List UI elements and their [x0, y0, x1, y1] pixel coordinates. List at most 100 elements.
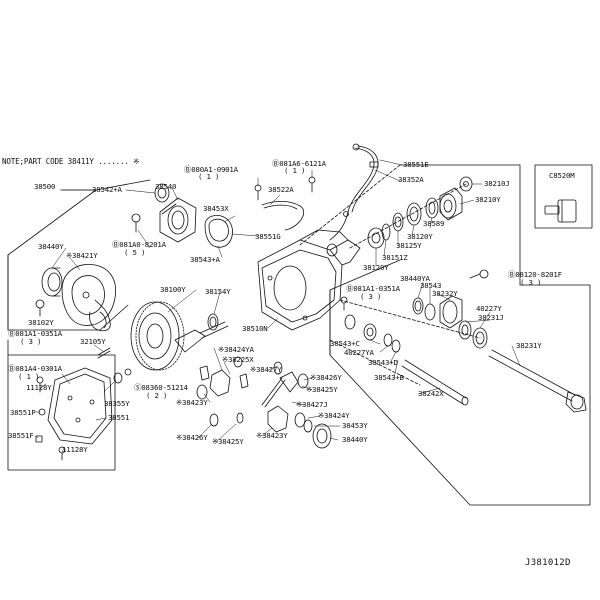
- callout-38120Y-b[interactable]: 38120Y: [363, 263, 389, 272]
- callout-32105Y[interactable]: 32105Y: [80, 337, 106, 346]
- callout-081A4-0301A-qty: ( 1 ): [18, 372, 40, 381]
- callout-38551F[interactable]: 38551F: [8, 431, 34, 440]
- oil-seal-38589-part: [425, 197, 439, 219]
- callout-081A1-0351A-left[interactable]: Ⓑ081A1-0351A: [8, 329, 62, 338]
- callout-38427J[interactable]: ※38427J: [296, 400, 328, 409]
- callout-081A1-0351A-right-qty: ( 3 ): [360, 292, 382, 301]
- companion-flange-38210Y-part: [439, 187, 463, 221]
- callout-38540[interactable]: 38540: [155, 182, 177, 191]
- ring-38543-part: [424, 303, 436, 321]
- callout-08120-8201F[interactable]: Ⓑ08120-8201F: [508, 270, 562, 279]
- diagram-code: J381012D: [525, 558, 571, 568]
- callout-40227YA[interactable]: 40227YA: [344, 348, 374, 357]
- callout-38231Y[interactable]: 38231Y: [516, 341, 542, 350]
- callout-38551[interactable]: 38551: [108, 413, 130, 422]
- callout-080A1-0901A[interactable]: Ⓑ080A1-0901A: [184, 165, 238, 174]
- callout-081A6-6121A-qty: ( 1 ): [284, 166, 306, 175]
- callout-38120Y-a[interactable]: 38120Y: [407, 232, 433, 241]
- callout-38232Y[interactable]: 38232Y: [432, 289, 458, 298]
- callout-38510N[interactable]: 38510N: [242, 324, 268, 333]
- callout-38151Z[interactable]: 38151Z: [382, 253, 408, 262]
- callout-38125Y[interactable]: 38125Y: [396, 241, 422, 250]
- callout-38210Y[interactable]: 38210Y: [475, 195, 501, 204]
- callout-081A1-0351A-left-qty: ( 3 ): [20, 337, 42, 346]
- callout-38551E[interactable]: 38551E: [403, 160, 429, 169]
- callout-080A1-0901A-qty: ( 1 ): [198, 172, 220, 181]
- bolt-081A1-0351A-right-part: [340, 296, 348, 311]
- callout-38543A[interactable]: 38543+A: [190, 255, 220, 264]
- gasket-38453X-part: [204, 215, 233, 248]
- part-code-note: NOTE;PART CODE 38411Y ....... ※: [2, 157, 140, 166]
- callout-38589[interactable]: 38589: [423, 219, 445, 228]
- ring-gear-38100Y-part: [130, 301, 185, 371]
- callout-38453Y[interactable]: 38453Y: [342, 421, 368, 430]
- callout-38154Y[interactable]: 38154Y: [205, 287, 231, 296]
- callout-38440Y-a[interactable]: 38440Y: [38, 242, 64, 251]
- assembly-axis-right: [339, 299, 481, 339]
- callout-38425Y-a[interactable]: ※38425Y: [306, 385, 338, 394]
- plug-38551F-part: [35, 435, 43, 443]
- bolt-081A6-6121A-part: [308, 176, 316, 193]
- callout-38423Y-b[interactable]: ※38423Y: [256, 431, 288, 440]
- callout-38542A[interactable]: 38542+A: [92, 185, 122, 194]
- gasket-38453Y-part: [303, 419, 313, 433]
- callout-38543[interactable]: 38543: [420, 281, 442, 290]
- callout-40227Y[interactable]: 40227Y: [476, 304, 502, 313]
- callout-38543C[interactable]: 38543+C: [330, 339, 360, 348]
- callout-38427Y[interactable]: ※38427Y: [250, 365, 282, 374]
- assembly-axis-lower: [329, 339, 421, 386]
- callout-38231J[interactable]: 38231J: [478, 313, 504, 322]
- callout-38551P[interactable]: 38551P: [10, 408, 36, 417]
- callout-38242X[interactable]: 38242X: [418, 389, 444, 398]
- callout-38426Y-b[interactable]: ※38426Y: [176, 433, 208, 442]
- spacer-38125Y-part: [392, 212, 404, 232]
- callout-38426Y-a[interactable]: ※38426Y: [310, 373, 342, 382]
- side-bearing-38440Y-b-part: [312, 423, 332, 449]
- inset-tool-part: [544, 199, 577, 223]
- callout-38440YA[interactable]: 38440YA: [400, 274, 430, 283]
- callout-38421Y[interactable]: ※38421Y: [66, 251, 98, 260]
- differential-case-part: [61, 263, 117, 332]
- drive-pinion-part: [174, 321, 229, 353]
- group-frame-lines: [7, 164, 591, 506]
- callout-38225X[interactable]: ※38225X: [222, 355, 254, 364]
- callout-38551G[interactable]: 38551G: [255, 232, 281, 241]
- side-bearing-left-part: [41, 267, 63, 297]
- bolt-080A1-0901A-part: [254, 184, 262, 201]
- callout-38440Y-b[interactable]: 38440Y: [342, 435, 368, 444]
- pinion-shim-38154Y-part: [207, 313, 219, 331]
- callout-38500[interactable]: 38500: [34, 182, 56, 191]
- callout-081A6-6121A[interactable]: Ⓑ081A6-6121A: [272, 159, 326, 168]
- bolt-08120-8201F-part: [469, 269, 489, 279]
- bearing-38120Y-part: [406, 202, 422, 226]
- callout-38424YA[interactable]: ※38424YA: [218, 345, 254, 354]
- callout-081A1-0351A-right[interactable]: Ⓑ081A1-0351A: [346, 284, 400, 293]
- callout-38453X[interactable]: 38453X: [203, 204, 229, 213]
- drive-shaft-38231Y-part: [488, 349, 587, 413]
- callout-11128Y-a[interactable]: 11128Y: [26, 383, 52, 392]
- callout-08360-51214[interactable]: Ⓢ08360-51214: [134, 383, 188, 392]
- callout-38352A[interactable]: 38352A: [398, 175, 424, 184]
- bearing-38231J-part: [458, 320, 472, 340]
- callout-38543B[interactable]: 38543+B: [374, 373, 404, 382]
- callout-38210J[interactable]: 38210J: [484, 179, 510, 188]
- callout-38355Y[interactable]: 38355Y: [104, 399, 130, 408]
- callout-08120-8201F-qty: ( 3 ): [520, 278, 542, 287]
- bolt-11128Y-b-part: [58, 446, 66, 461]
- callout-38102Y[interactable]: 38102Y: [28, 318, 54, 327]
- inset-frame: [534, 164, 593, 229]
- screw-08360-51214-part: [124, 368, 132, 376]
- callout-11128Y-b[interactable]: 11128Y: [62, 445, 88, 454]
- callout-38424Y[interactable]: ※38424Y: [318, 411, 350, 420]
- callout-081A4-0301A[interactable]: Ⓑ081A4-0301A: [8, 364, 62, 373]
- callout-38522A[interactable]: 38522A: [268, 185, 294, 194]
- side-cover-38540-part: [159, 197, 197, 243]
- callout-081A0-8201A[interactable]: Ⓑ081A0-8201A: [112, 240, 166, 249]
- callout-38425Y-b[interactable]: ※38425Y: [212, 437, 244, 446]
- callout-38543D[interactable]: 38543+D: [368, 358, 398, 367]
- callout-38423Y-a[interactable]: ※38423Y: [176, 398, 208, 407]
- leader-lines: [35, 159, 521, 453]
- callout-38100Y[interactable]: 38100Y: [160, 285, 186, 294]
- callout-08360-51214-qty: ( 2 ): [146, 391, 168, 400]
